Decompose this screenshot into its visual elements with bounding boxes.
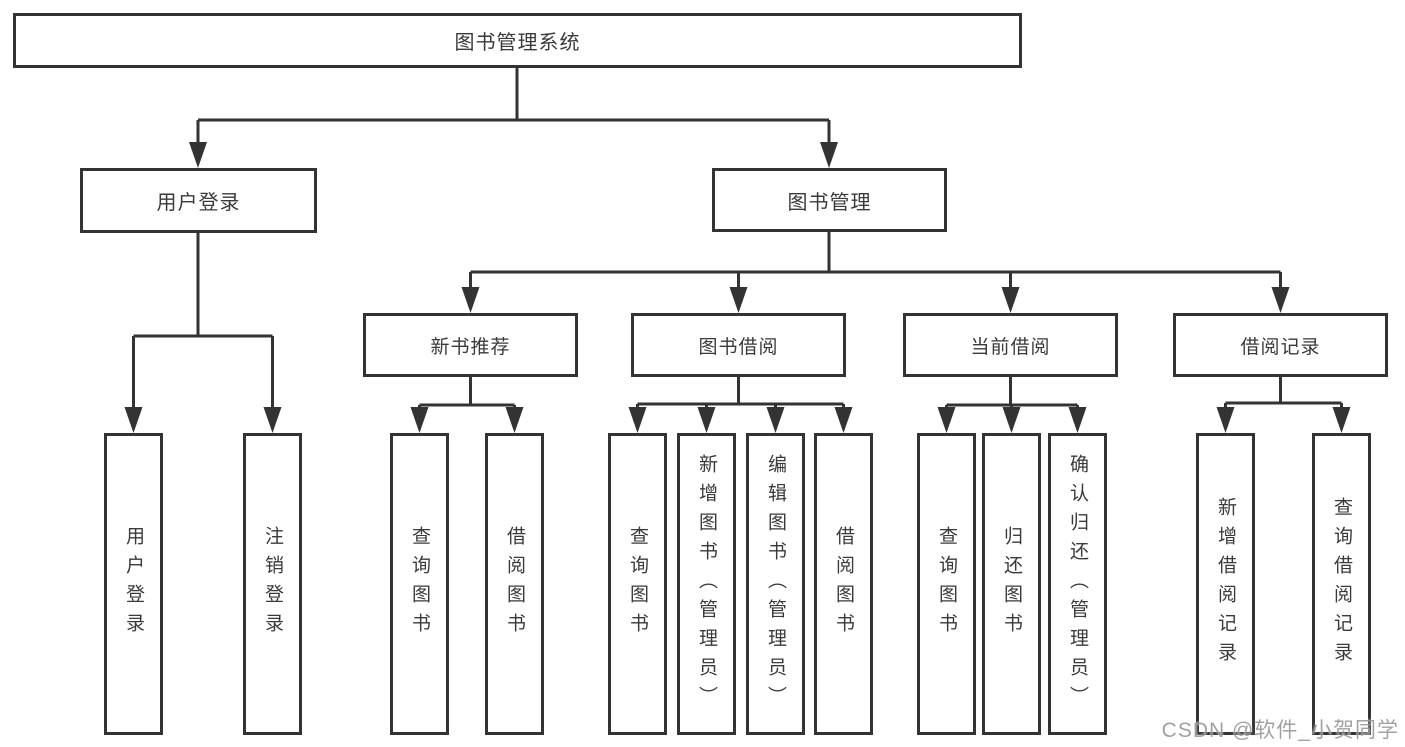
node-label-leaf-user-login: 用户登录 [123, 526, 144, 642]
node-label-leaf-confirm-return-admin: 确认归还（管理员） [1067, 453, 1088, 715]
node-box-leaf-query-books-current: 查询图书 [917, 433, 976, 735]
node-box-current-borrow: 当前借阅 [903, 313, 1118, 377]
arrowheads [124, 142, 1351, 433]
node-box-leaf-query-books-recommend: 查询图书 [390, 433, 449, 735]
node-box-leaf-query-borrow-record: 查询借阅记录 [1312, 433, 1371, 735]
node-box-leaf-borrow-books: 借阅图书 [814, 433, 873, 735]
node-box-leaf-add-borrow-record: 新增借阅记录 [1196, 433, 1255, 735]
node-box-borrow-records: 借阅记录 [1173, 313, 1388, 377]
node-box-leaf-borrow-books-recommend: 借阅图书 [485, 433, 544, 735]
node-label-book-borrow: 图书借阅 [698, 336, 779, 358]
node-label-leaf-query-books-current: 查询图书 [936, 526, 957, 642]
node-label-new-book-recommend: 新书推荐 [430, 336, 511, 358]
node-box-leaf-user-login: 用户登录 [104, 433, 163, 735]
node-box-book-borrow: 图书借阅 [631, 313, 846, 377]
node-label-leaf-return-book: 归还图书 [1001, 526, 1022, 642]
node-label-leaf-query-books-recommend: 查询图书 [409, 526, 430, 642]
node-label-borrow-records: 借阅记录 [1240, 336, 1321, 358]
node-label-leaf-query-borrow-record: 查询借阅记录 [1331, 497, 1352, 671]
node-label-root: 图书管理系统 [454, 32, 581, 54]
node-label-leaf-borrow-books-recommend: 借阅图书 [504, 526, 525, 642]
node-label-leaf-add-borrow-record: 新增借阅记录 [1215, 497, 1236, 671]
node-box-leaf-add-book-admin: 新增图书（管理员） [677, 433, 736, 735]
node-label-user-login: 用户登录 [156, 192, 241, 214]
node-box-root: 图书管理系统 [13, 13, 1022, 68]
node-label-current-borrow: 当前借阅 [970, 336, 1051, 358]
node-box-new-book-recommend: 新书推荐 [363, 313, 578, 377]
node-box-book-management: 图书管理 [712, 168, 947, 232]
node-label-leaf-edit-book-admin: 编辑图书（管理员） [765, 453, 786, 715]
csdn-watermark: CSDN @软件_小贺同学 [1161, 719, 1399, 742]
node-box-leaf-return-book: 归还图书 [982, 433, 1041, 735]
node-label-leaf-borrow-books: 借阅图书 [833, 526, 854, 642]
node-label-leaf-add-book-admin: 新增图书（管理员） [696, 453, 717, 715]
node-label-leaf-logout: 注销登录 [262, 526, 283, 642]
node-box-leaf-query-books-borrow: 查询图书 [608, 433, 667, 735]
node-box-leaf-logout: 注销登录 [243, 433, 302, 735]
node-box-user-login: 用户登录 [80, 168, 317, 233]
node-label-book-management: 图书管理 [787, 191, 872, 214]
node-box-leaf-confirm-return-admin: 确认归还（管理员） [1048, 433, 1107, 735]
node-box-leaf-edit-book-admin: 编辑图书（管理员） [746, 433, 805, 735]
node-label-leaf-query-books-borrow: 查询图书 [627, 526, 648, 642]
